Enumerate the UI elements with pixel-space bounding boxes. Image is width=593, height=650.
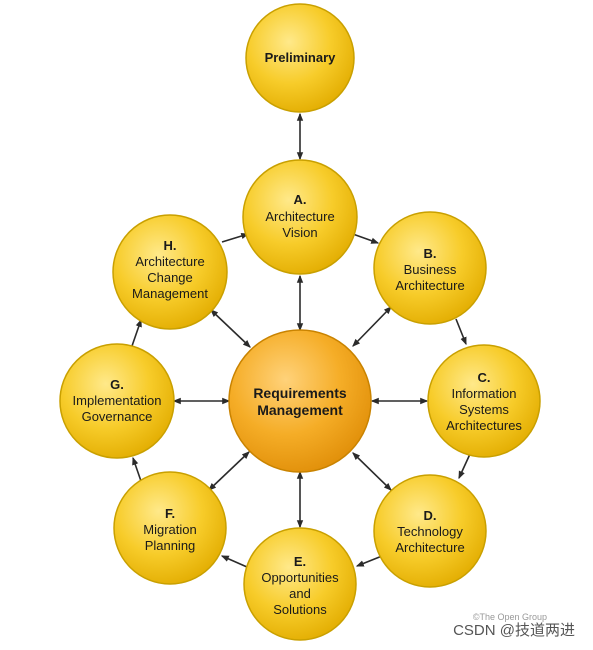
arrow-d-to-e (355, 555, 383, 567)
node-g-letter: G. (110, 377, 124, 392)
node-f-circle (113, 471, 227, 585)
node-g-implementation-governance[interactable]: G. Implementation Governance (59, 343, 175, 459)
node-d-line1: Technology (397, 524, 463, 539)
node-e-line1: Opportunities (261, 570, 339, 585)
node-a-letter: A. (294, 192, 307, 207)
node-h-line1: Architecture (135, 254, 204, 269)
arrow-h-center (210, 309, 251, 348)
arrow-b-to-c (455, 318, 467, 346)
node-f-line1: Migration (143, 522, 196, 537)
arrow-f-center (208, 451, 250, 491)
node-d-circle (373, 474, 487, 588)
node-b-circle (373, 211, 487, 325)
node-a-line2: Vision (282, 225, 317, 240)
node-h-architecture-change-management[interactable]: H. Architecture Change Management (112, 214, 228, 330)
node-e-line3: Solutions (273, 602, 327, 617)
node-b-letter: B. (424, 246, 437, 261)
node-c-circle (427, 344, 541, 458)
node-d-technology-architecture[interactable]: D. Technology Architecture (373, 474, 487, 588)
node-a-line1: Architecture (265, 209, 334, 224)
node-d-line2: Architecture (395, 540, 464, 555)
arrow-g-to-h (131, 318, 142, 347)
node-center-line1: Requirements (253, 385, 347, 401)
node-b-line1: Business (404, 262, 457, 277)
node-requirements-management[interactable]: Requirements Management (228, 329, 372, 473)
node-h-circle (112, 214, 228, 330)
arrow-h-to-a (221, 232, 250, 243)
node-center-circle (228, 329, 372, 473)
arrow-d-center (352, 452, 392, 491)
node-center-line2: Management (257, 402, 343, 418)
node-preliminary[interactable]: Preliminary (245, 3, 355, 113)
node-preliminary-circle (245, 3, 355, 113)
node-f-letter: F. (165, 506, 175, 521)
copyright-watermark: ©The Open Group (472, 612, 547, 622)
node-c-letter: C. (478, 370, 491, 385)
node-g-line2: Governance (82, 409, 153, 424)
node-e-letter: E. (294, 554, 306, 569)
node-f-line2: Planning (145, 538, 196, 553)
node-h-line3: Management (132, 286, 208, 301)
node-c-information-systems[interactable]: C. Information Systems Architectures (427, 344, 541, 458)
node-preliminary-title: Preliminary (265, 50, 337, 65)
arrow-c-to-d (458, 453, 471, 480)
node-e-opportunities-solutions[interactable]: E. Opportunities and Solutions (243, 527, 357, 641)
node-e-line2: and (289, 586, 311, 601)
node-c-line3: Architectures (446, 418, 522, 433)
node-c-line2: Systems (459, 402, 509, 417)
arrow-b-center (352, 306, 392, 347)
node-e-circle (243, 527, 357, 641)
node-h-letter: H. (164, 238, 177, 253)
node-a-circle (242, 159, 358, 275)
node-d-letter: D. (424, 508, 437, 523)
csdn-watermark: CSDN @技道两进 (453, 622, 575, 639)
arrow-e-to-f (220, 555, 248, 568)
node-g-circle (59, 343, 175, 459)
node-b-business-architecture[interactable]: B. Business Architecture (373, 211, 487, 325)
node-f-migration-planning[interactable]: F. Migration Planning (113, 471, 227, 585)
node-b-line2: Architecture (395, 278, 464, 293)
connector-arrows (131, 112, 471, 568)
node-c-line1: Information (451, 386, 516, 401)
node-a-architecture-vision[interactable]: A. Architecture Vision (242, 159, 358, 275)
node-g-line1: Implementation (73, 393, 162, 408)
node-h-line2: Change (147, 270, 193, 285)
